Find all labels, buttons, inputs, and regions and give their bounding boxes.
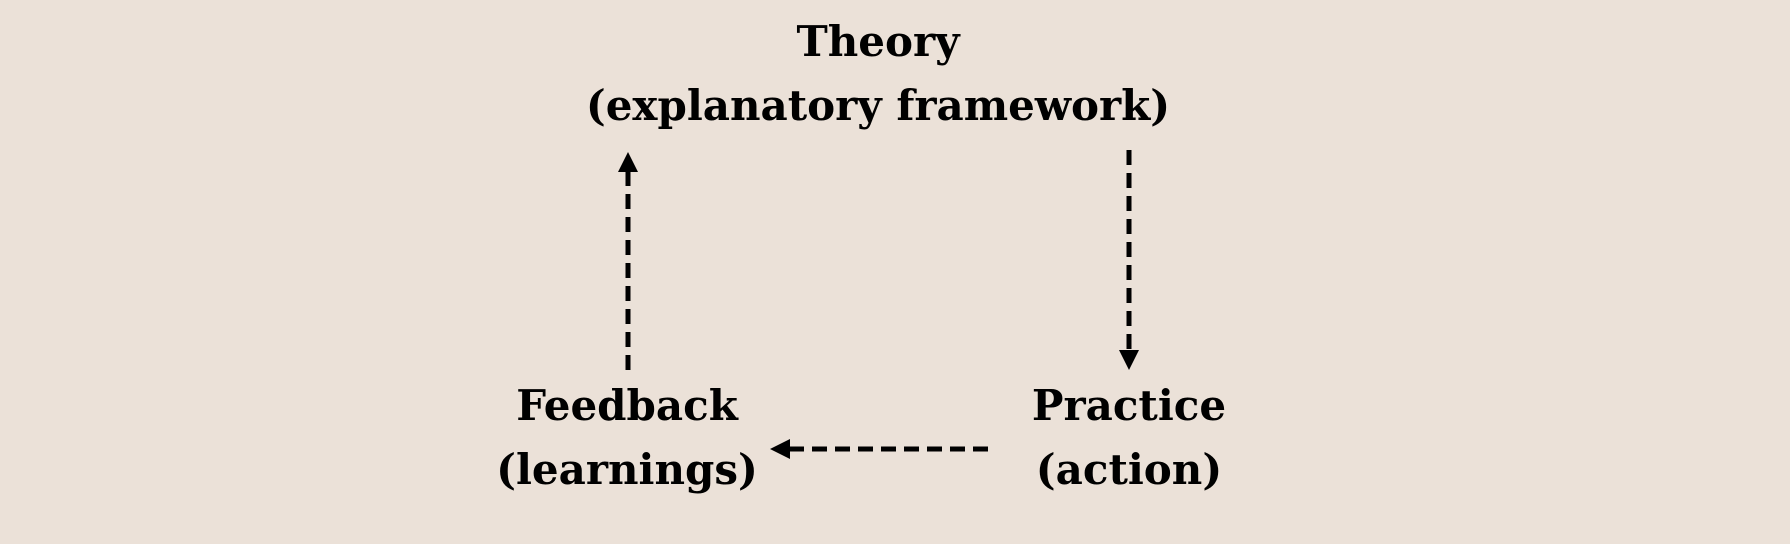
feedback-title: Feedback (516, 381, 738, 430)
arrow-theory-to-practice-head (1119, 350, 1139, 370)
arrow-practice-to-feedback (770, 439, 988, 459)
arrow-feedback-to-theory (618, 152, 638, 370)
practice-node: Practice (action) (1032, 374, 1226, 502)
theory-node: Theory (explanatory framework) (586, 10, 1170, 138)
feedback-subtitle: (learnings) (496, 445, 758, 494)
arrow-feedback-to-theory-head (618, 152, 638, 172)
arrow-practice-to-feedback-head (770, 439, 790, 459)
feedback-node: Feedback (learnings) (496, 374, 758, 502)
arrow-theory-to-practice (1119, 150, 1139, 370)
theory-title: Theory (796, 17, 960, 66)
practice-title: Practice (1031, 381, 1227, 430)
practice-subtitle: (action) (1035, 445, 1223, 494)
theory-subtitle: (explanatory framework) (585, 81, 1171, 130)
